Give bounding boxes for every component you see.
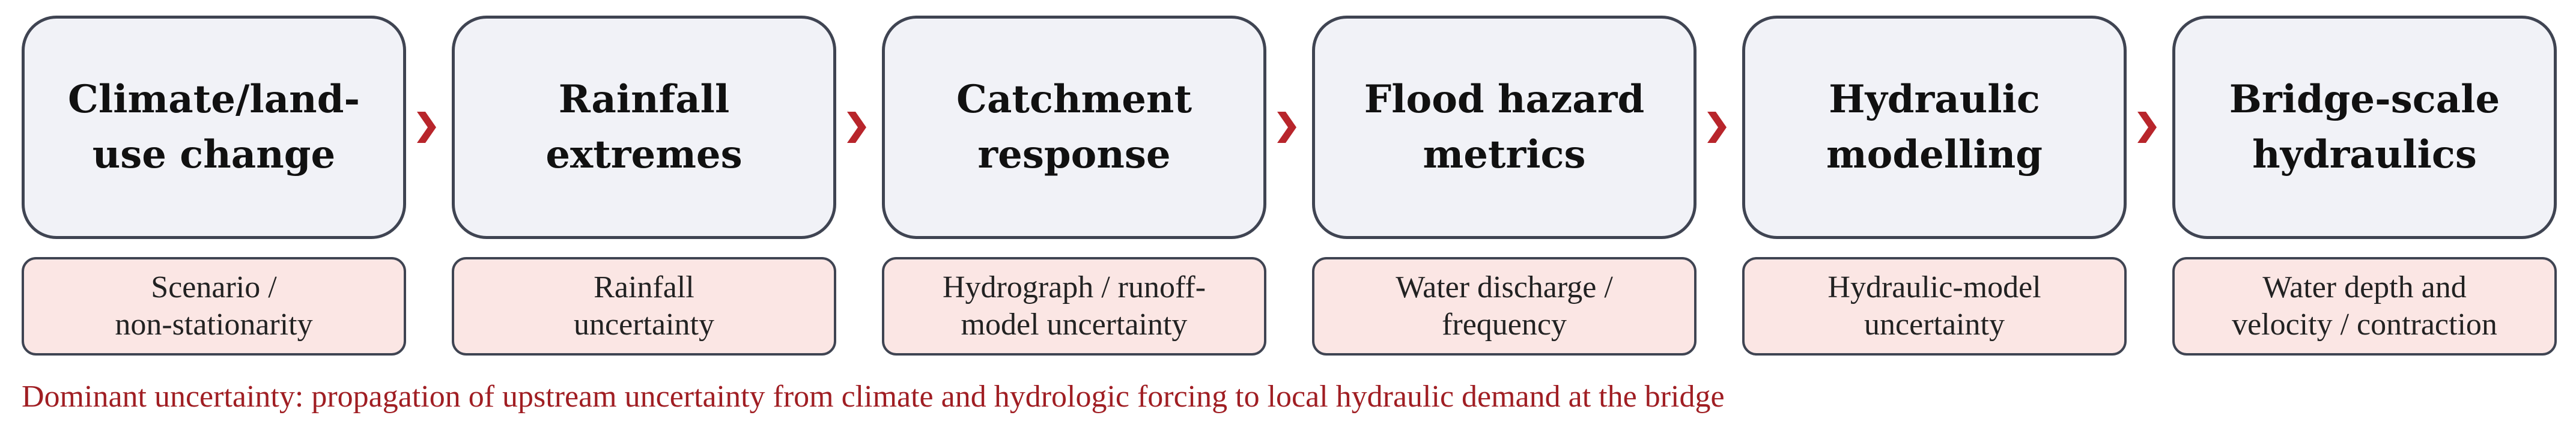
uncertainty-text: Scenario / non-stationarity	[106, 269, 321, 344]
stage-title-line: Flood hazard	[1364, 77, 1645, 122]
uncertainty-box-depth-velocity: Water depth and velocity / contraction	[2172, 257, 2557, 356]
uncertainty-line: frequency	[1442, 307, 1567, 342]
dominant-uncertainty-caption: Dominant uncertainty: propagation of ups…	[22, 380, 1725, 414]
stage-box-flood-hazard-metrics: Flood hazard metrics	[1312, 16, 1697, 239]
stage-title-line: Hydraulic	[1829, 77, 2040, 122]
stage-box-catchment-response: Catchment response	[882, 16, 1266, 239]
stage-title-line: response	[977, 132, 1171, 177]
uncertainty-text: Water discharge / frequency	[1387, 269, 1621, 344]
uncertainty-box-hydrograph: Hydrograph / runoff- model uncertainty	[882, 257, 1266, 356]
stage-box-climate-land-use-change: Climate/land- use change	[22, 16, 406, 239]
stage-title-line: Climate/land-	[67, 77, 360, 122]
uncertainty-line: Hydraulic-model	[1827, 270, 2041, 304]
uncertainty-text: Hydraulic-model uncertainty	[1819, 269, 2049, 344]
uncertainty-line: non-stationarity	[115, 307, 313, 342]
chevron-right-icon	[2137, 112, 2157, 143]
stage-title-line: extremes	[545, 132, 743, 177]
chevron-right-icon	[1707, 112, 1727, 143]
uncertainty-line: Hydrograph / runoff-	[942, 270, 1206, 304]
uncertainty-text: Hydrograph / runoff- model uncertainty	[934, 269, 1214, 344]
stage-title: Catchment response	[938, 72, 1210, 183]
uncertainty-box-rainfall: Rainfall uncertainty	[452, 257, 836, 356]
uncertainty-text: Rainfall uncertainty	[565, 269, 723, 344]
stage-title: Rainfall extremes	[527, 72, 760, 183]
chevron-right-icon	[417, 112, 436, 143]
stage-box-rainfall-extremes: Rainfall extremes	[452, 16, 836, 239]
uncertainty-line: Water discharge /	[1396, 270, 1613, 304]
uncertainty-line: velocity / contraction	[2232, 307, 2497, 342]
stage-title: Flood hazard metrics	[1346, 72, 1662, 183]
uncertainty-box-discharge: Water discharge / frequency	[1312, 257, 1697, 356]
uncertainty-box-scenario: Scenario / non-stationarity	[22, 257, 406, 356]
uncertainty-line: model uncertainty	[961, 307, 1188, 342]
stage-box-hydraulic-modelling: Hydraulic modelling	[1742, 16, 2127, 239]
uncertainty-line: Scenario /	[151, 270, 277, 304]
stage-title: Climate/land- use change	[50, 72, 378, 183]
chevron-right-icon	[1277, 112, 1296, 143]
stage-title-line: Catchment	[956, 77, 1192, 122]
stage-title: Hydraulic modelling	[1808, 72, 2061, 183]
stage-title-line: modelling	[1826, 132, 2043, 177]
uncertainty-line: uncertainty	[574, 307, 714, 342]
uncertainty-line: Water depth and	[2262, 270, 2467, 304]
stage-title-line: hydraulics	[2252, 132, 2477, 177]
uncertainty-line: Rainfall	[594, 270, 694, 304]
stage-title-line: use change	[92, 132, 336, 177]
stage-title: Bridge-scale hydraulics	[2211, 72, 2518, 183]
uncertainty-text: Water depth and velocity / contraction	[2223, 269, 2506, 344]
stage-box-bridge-scale-hydraulics: Bridge-scale hydraulics	[2172, 16, 2557, 239]
chevron-right-icon	[847, 112, 866, 143]
uncertainty-box-hydraulic-model: Hydraulic-model uncertainty	[1742, 257, 2127, 356]
stage-title-line: Bridge-scale	[2229, 77, 2500, 122]
stage-title-line: metrics	[1423, 132, 1586, 177]
stage-title-line: Rainfall	[558, 77, 730, 122]
uncertainty-line: uncertainty	[1864, 307, 2005, 342]
